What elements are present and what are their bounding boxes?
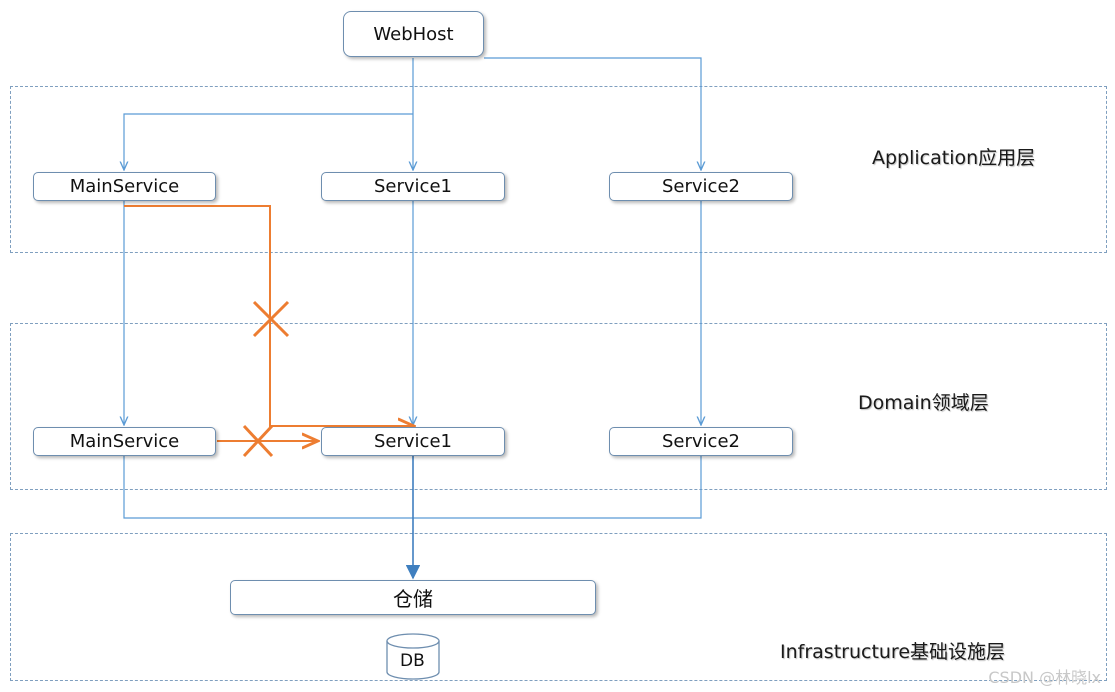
app-service1-node: Service1 xyxy=(321,172,505,201)
app-service2-node: Service2 xyxy=(609,172,793,201)
webhost-node: WebHost xyxy=(343,11,484,57)
domain-service2-node: Service2 xyxy=(609,427,793,456)
edge-domain-service2-to-repository xyxy=(413,456,702,519)
forbidden-cross-icon xyxy=(242,424,274,458)
domain-layer xyxy=(10,323,1107,490)
watermark: CSDN @林晓lx xyxy=(988,668,1101,687)
edge-webhost-to-app-mainservice xyxy=(124,113,413,170)
database-icon xyxy=(386,633,440,680)
db-label: DB xyxy=(400,651,425,671)
infrastructure-layer xyxy=(10,533,1107,681)
domain-mainservice-node: MainService xyxy=(33,427,216,456)
forbidden-cross-icon xyxy=(252,300,290,338)
edge-webhost-to-app-service2 xyxy=(484,57,701,170)
domain-service1-node: Service1 xyxy=(321,427,505,456)
application-layer xyxy=(10,86,1107,253)
app-mainservice-node: MainService xyxy=(33,172,216,201)
application-layer-label: Application应用层 xyxy=(872,147,1036,169)
infrastructure-layer-label: Infrastructure基础设施层 xyxy=(780,641,1006,663)
repository-node: 仓储 xyxy=(230,580,596,615)
domain-layer-label: Domain领域层 xyxy=(858,392,989,414)
edge-domain-mainservice-to-repository xyxy=(123,456,413,519)
